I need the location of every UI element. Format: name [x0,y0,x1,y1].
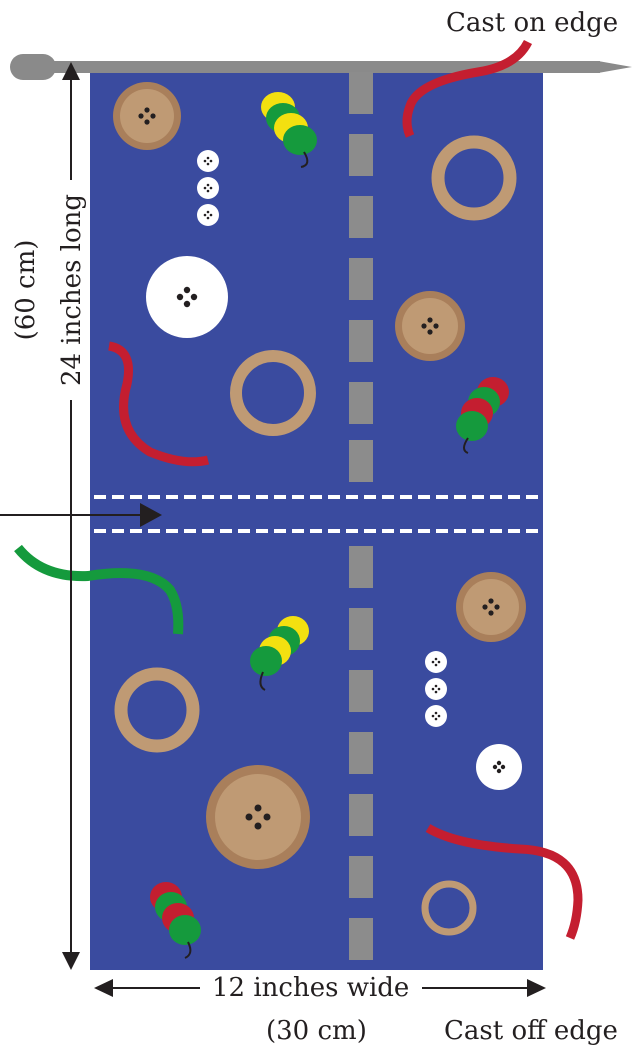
fold-line [94,495,540,533]
width-dimension-arrow [94,974,546,1002]
knitting-needle-icon [10,54,632,80]
bead-stack-icon [150,882,201,959]
ring-icon [114,135,517,936]
small-button-group [197,150,447,727]
button-icon [113,82,181,150]
small-button-holes [203,156,441,721]
bead-stack-icon [456,377,509,454]
button-icon [476,744,522,790]
cast-on-edge-label: Cast on edge [446,8,619,38]
width-metric-label: (30 cm) [266,1016,367,1046]
centre-dash-line [349,72,373,960]
width-label: 12 inches wide [212,973,410,1003]
bead-stack-icon [261,92,317,168]
button-icon [456,572,526,642]
length-label: 24 inches long [57,193,87,387]
button-icon [206,765,310,869]
length-metric-label: (60 cm) [11,239,41,341]
bead-stack-icon [250,616,309,691]
ribbon-icon [14,39,583,940]
button-icon [395,291,465,361]
cast-off-edge-label: Cast off edge [444,1016,618,1046]
length-dimension-arrow [60,62,82,970]
button-icon [146,256,228,338]
